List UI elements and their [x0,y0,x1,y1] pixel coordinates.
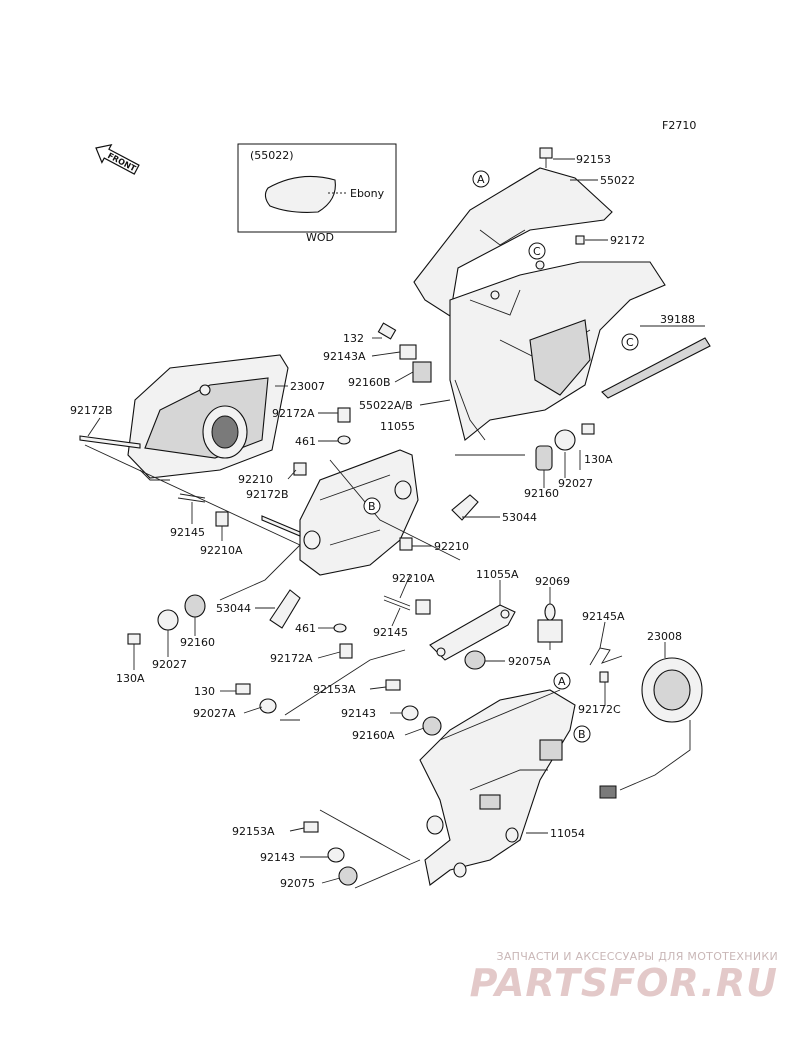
label-23007: 23007 [290,380,325,393]
label-92075: 92075 [280,877,315,890]
upper-cowl [413,167,666,441]
inset-title: (55022) [250,149,294,162]
horn-23008 [599,657,703,799]
label-92160B: 92160B [348,376,391,389]
spring-92145A [589,647,623,666]
label-92143-mid: 92143 [341,707,376,720]
label-92143A: 92143A [323,350,366,363]
callout-A-top: A [472,170,490,188]
label-92075A: 92075A [508,655,551,668]
label-92160-right: 92160 [524,487,559,500]
label-92160A: 92160A [352,729,395,742]
bulb-92069 [537,603,563,650]
label-92172: 92172 [610,234,645,247]
label-92172B-left: 92172B [70,404,113,417]
label-53044-right: 53044 [502,511,537,524]
label-130A-right: 130A [584,453,613,466]
label-92153A-mid: 92153A [313,683,356,696]
inset-caption: WOD [306,231,334,244]
label-92027A: 92027A [193,707,236,720]
label-92160-left: 92160 [180,636,215,649]
trim-strip-39188 [601,337,711,399]
watermark: ЗАПЧАСТИ И АКСЕССУАРЫ ДЛЯ МОТОТЕХНИКИ PA… [470,950,778,1003]
callout-C-strip: C [621,333,639,351]
label-92172A-bottom: 92172A [270,652,313,665]
label-92210-right: 92210 [434,540,469,553]
front-label: FRONT [106,151,138,174]
label-53044-left: 53044 [216,602,251,615]
label-92210A-mid: 92210A [392,572,435,585]
stay-11054 [419,689,576,886]
svg-text:C: C [533,245,541,258]
label-55022: 55022 [600,174,635,187]
label-39188: 39188 [660,313,695,326]
callout-A-bottom: A [553,672,571,690]
hose-53044-right [451,494,479,521]
inset-box: (55022) Ebony WOD [237,143,397,244]
label-92172B-mid: 92172B [246,488,289,501]
svg-text:C: C [626,336,634,349]
inner-panel-11055 [299,449,419,576]
hardware [79,147,609,886]
svg-text:A: A [477,173,485,186]
label-92069: 92069 [535,575,570,588]
callout-markers: A C C B A B [363,170,639,743]
callout-B-mid: B [363,497,381,515]
part-labels: 92153 55022 92172 39188 132 92143A 92160… [70,153,695,890]
label-92210A-left: 92210A [200,544,243,557]
label-23008: 23008 [647,630,682,643]
label-92172C: 92172C [578,703,621,716]
label-92143-bottom: 92143 [260,851,295,864]
headlight-23007 [127,354,289,481]
label-92210-left: 92210 [238,473,273,486]
watermark-logo: PARTSFOR.RU [469,961,778,1005]
hose-53044-left [269,589,301,629]
label-11055A: 11055A [476,568,519,581]
bracket-11055A [429,604,516,661]
label-130: 130 [194,685,215,698]
svg-text:B: B [368,500,376,513]
label-11054: 11054 [550,827,585,840]
label-55022AB: 55022A/B [359,399,413,412]
label-461-bottom: 461 [295,622,316,635]
svg-text:B: B [578,728,586,741]
label-130A-left: 130A [116,672,145,685]
label-92153: 92153 [576,153,611,166]
callout-B-bottom: B [573,725,591,743]
svg-text:A: A [558,675,566,688]
label-92172A-top: 92172A [272,407,315,420]
leader-lines [84,158,705,889]
label-461-top: 461 [295,435,316,448]
label-92153A-bottom: 92153A [232,825,275,838]
label-11055: 11055 [380,420,415,433]
label-92027-left: 92027 [152,658,187,671]
label-132: 132 [343,332,364,345]
watermark-subtitle: ЗАПЧАСТИ И АКСЕССУАРЫ ДЛЯ МОТОТЕХНИКИ [496,950,778,963]
inset-variant: Ebony [350,187,385,200]
callout-C-top: C [528,242,546,260]
figure-code: F2710 [662,119,696,132]
label-92145-left: 92145 [170,526,205,539]
front-arrow-icon: FRONT [95,143,140,175]
label-92145A: 92145A [582,610,625,623]
label-92027-right: 92027 [558,477,593,490]
label-92145-mid: 92145 [373,626,408,639]
